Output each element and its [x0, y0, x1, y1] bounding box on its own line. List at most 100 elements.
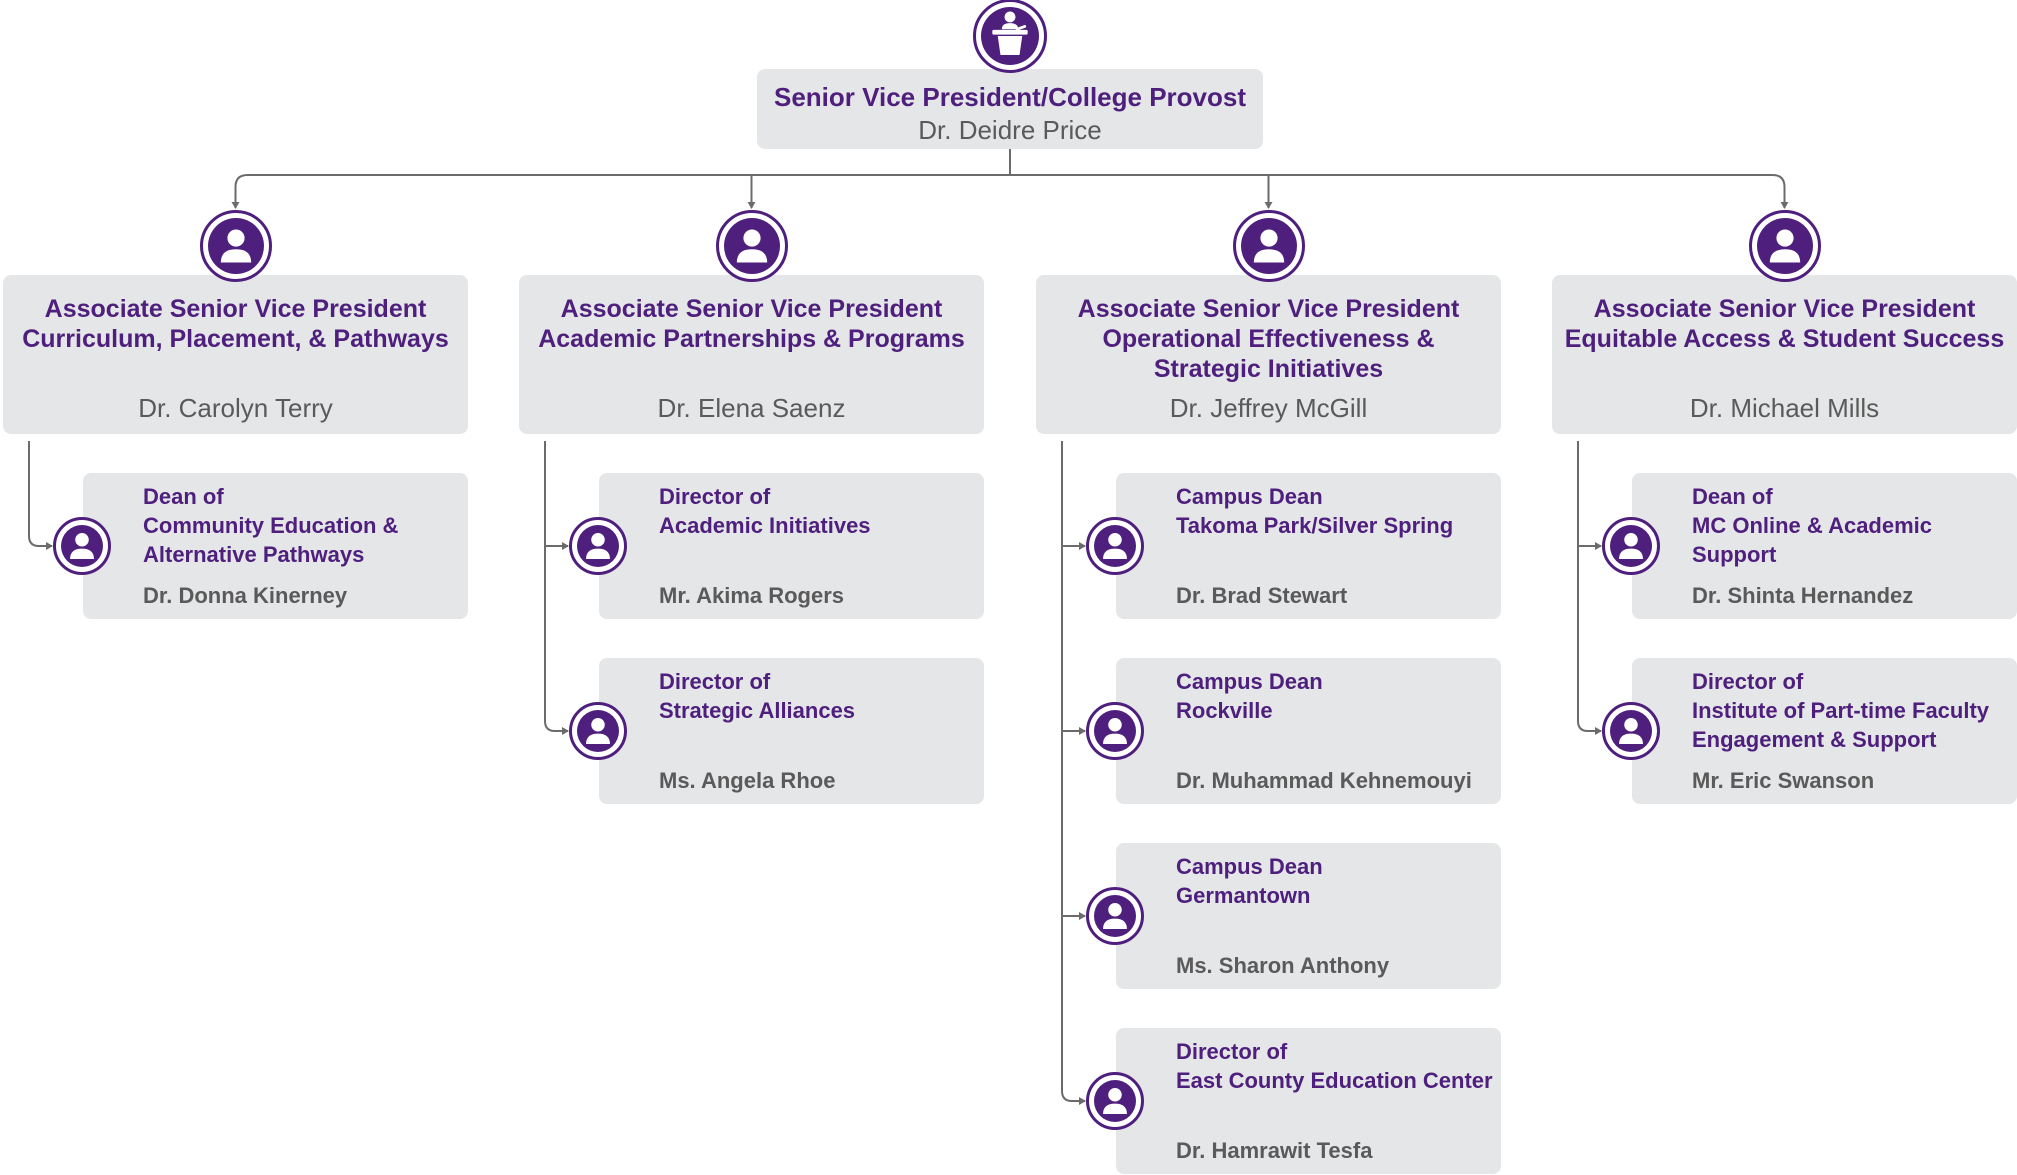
podium-speaker-icon [973, 0, 1047, 73]
arrow-head [747, 202, 756, 209]
report-title-line: Academic Initiatives [659, 513, 871, 538]
trunk-corner [544, 720, 556, 732]
vp-title-line: Associate Senior Vice President [560, 295, 943, 323]
report-title-line: Alternative Pathways [143, 542, 365, 567]
arrow-head [1079, 542, 1086, 550]
vp-name: Dr. Elena Saenz [657, 393, 846, 423]
arrow-head [1595, 727, 1602, 735]
person-icon [569, 517, 627, 575]
report-title-line: Director of [659, 669, 771, 694]
arrow-head [562, 542, 569, 550]
vp-title-line: Strategic Initiatives [1153, 355, 1384, 383]
person-icon [1602, 702, 1660, 760]
report-title-line: Rockville [1176, 698, 1273, 723]
report-box: Dean of Community Education & Alternative … [83, 473, 468, 619]
person-icon [53, 517, 111, 575]
report-title-line: Engagement & Support [1692, 727, 1937, 752]
report-title-line: Germantown [1176, 883, 1311, 908]
report-title-line: Dean of [143, 484, 224, 509]
arrow-head [1780, 202, 1789, 209]
report-name: Dr. Brad Stewart [1176, 583, 1348, 608]
report-title: Director of East County Education Center [1176, 1037, 1493, 1095]
report-title: Director of Strategic Alliances [659, 667, 855, 725]
vp-title-line: Associate Senior Vice President [44, 295, 427, 323]
person-icon [1086, 517, 1144, 575]
arrow-head [1079, 912, 1086, 920]
report-title-line: Campus Dean [1176, 484, 1323, 509]
report-name: Mr. Eric Swanson [1692, 768, 1875, 793]
trunk-corner [1061, 1090, 1073, 1102]
arrow-head [1264, 202, 1273, 209]
report-title: Director of Institute of Part-time Facult… [1692, 667, 1989, 754]
report-title-line: Campus Dean [1176, 854, 1323, 879]
top-title: Senior Vice President/College Provost [773, 82, 1246, 112]
arrow-head [562, 727, 569, 735]
report-name: Dr. Muhammad Kehnemouyi [1176, 768, 1472, 793]
bus-corner-right [1772, 174, 1786, 188]
vp-name: Dr. Michael Mills [1689, 393, 1880, 423]
person-icon [569, 702, 627, 760]
report-title-line: Director of [1176, 1039, 1288, 1064]
top-name: Dr. Deidre Price [918, 115, 1102, 145]
report-title-line: Director of [1692, 669, 1804, 694]
person-icon [1086, 887, 1144, 945]
person-icon [1602, 517, 1660, 575]
vp-title-line: Associate Senior Vice President [1593, 295, 1976, 323]
report-name: Dr. Donna Kinerney [143, 583, 348, 608]
arrow-head [1079, 1097, 1086, 1105]
person-icon [1086, 1072, 1144, 1130]
report-name: Mr. Akima Rogers [659, 583, 845, 608]
vp-name: Dr. Jeffrey McGill [1169, 393, 1368, 423]
report-name: Ms. Angela Rhoe [659, 768, 836, 793]
report-title-line: Campus Dean [1176, 669, 1323, 694]
report-title-line: Takoma Park/Silver Spring [1176, 513, 1454, 538]
trunk-corner [28, 535, 40, 547]
arrow-head [1079, 727, 1086, 735]
bus-corner-left [234, 174, 248, 188]
vp-title-line: Associate Senior Vice President [1077, 295, 1460, 323]
report-title-line: MC Online & Academic [1692, 513, 1933, 538]
report-title-line: Community Education & [143, 513, 399, 538]
arrow-head [46, 542, 53, 550]
arrow-head [1595, 542, 1602, 550]
report-title-line: Director of [659, 484, 771, 509]
vp-title-line: Curriculum, Placement, & Pathways [22, 325, 449, 353]
report-title: Director of Academic Initiatives [659, 482, 871, 540]
vp-title-line: Academic Partnerships & Programs [538, 325, 965, 353]
person-icon [715, 210, 788, 282]
person-icon [1748, 210, 1821, 282]
report-title-line: East County Education Center [1176, 1068, 1493, 1093]
person-icon [199, 210, 272, 282]
report-title-line: Dean of [1692, 484, 1773, 509]
vp-title-line: Equitable Access & Student Success [1564, 325, 2005, 353]
report-title-line: Strategic Alliances [659, 698, 856, 723]
report-name: Dr. Hamrawit Tesfa [1176, 1138, 1373, 1163]
report-name: Ms. Sharon Anthony [1176, 953, 1390, 978]
report-title: Dean of Community Education & Alternative … [143, 482, 398, 569]
trunk-corner [1577, 720, 1589, 732]
person-icon [1232, 210, 1305, 282]
vp-title-line: Operational Effectiveness & [1102, 325, 1435, 353]
report-title-line: Institute of Part-time Faculty [1692, 698, 1990, 723]
report-title-line: Support [1692, 542, 1777, 567]
